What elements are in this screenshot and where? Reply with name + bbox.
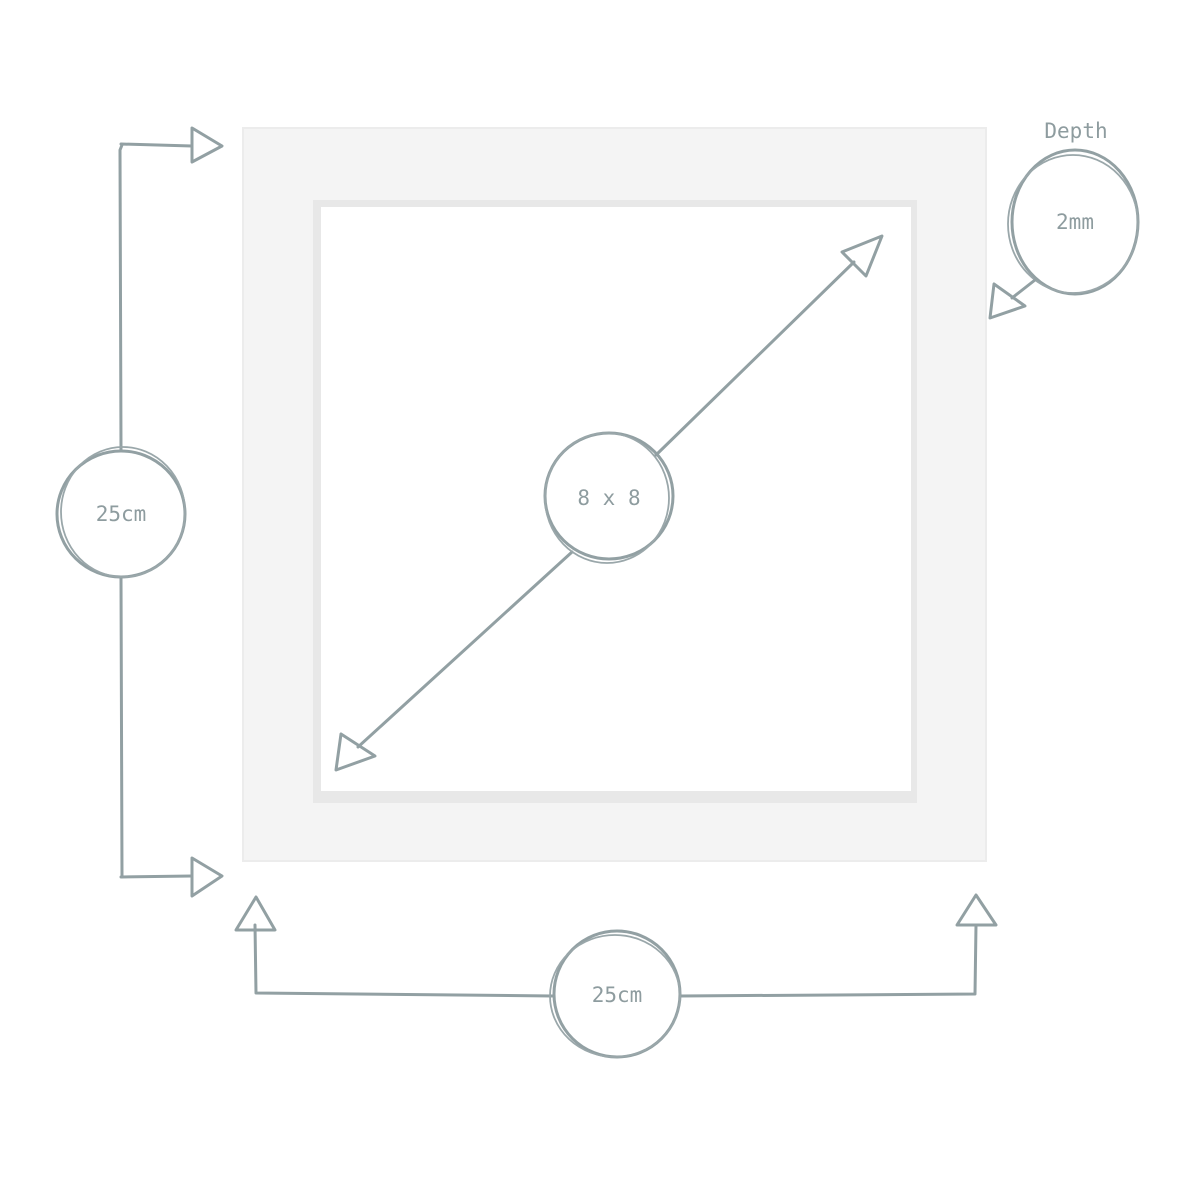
height-top-tick (119, 142, 194, 148)
arrowhead-icon (234, 895, 277, 932)
width-line-left (253, 923, 555, 998)
height-bottom-tick (119, 874, 194, 879)
depth-indicator: Depth 2mm (988, 119, 1140, 320)
mount-board (242, 127, 987, 862)
depth-label-ring (1007, 148, 1140, 296)
arrowhead-icon (955, 893, 998, 927)
arrowhead-icon (190, 126, 224, 164)
width-line-right (678, 923, 978, 998)
height-line-top (118, 143, 124, 452)
aperture-label-ring (543, 431, 675, 564)
height-dimension: 25cm (55, 126, 224, 898)
aperture-dimension: 8 x 8 (334, 234, 884, 772)
arrowhead-icon (988, 282, 1027, 320)
width-label-ring (549, 929, 682, 1059)
height-label-ring (55, 446, 187, 579)
arrowhead-icon (190, 856, 224, 898)
width-dimension: 25cm (234, 893, 998, 1059)
depth-title: Depth (1044, 119, 1107, 143)
depth-value: 2mm (1056, 210, 1094, 234)
height-line-bottom (119, 576, 124, 879)
aperture-line-upper (654, 260, 856, 457)
width-label: 25cm (592, 983, 643, 1007)
depth-pointer-line (1010, 278, 1037, 300)
arrowhead-icon (840, 234, 884, 278)
aperture-line-lower (356, 550, 574, 749)
height-label: 25cm (96, 502, 147, 526)
arrowhead-icon (334, 732, 377, 772)
aperture-label: 8 x 8 (577, 486, 640, 510)
